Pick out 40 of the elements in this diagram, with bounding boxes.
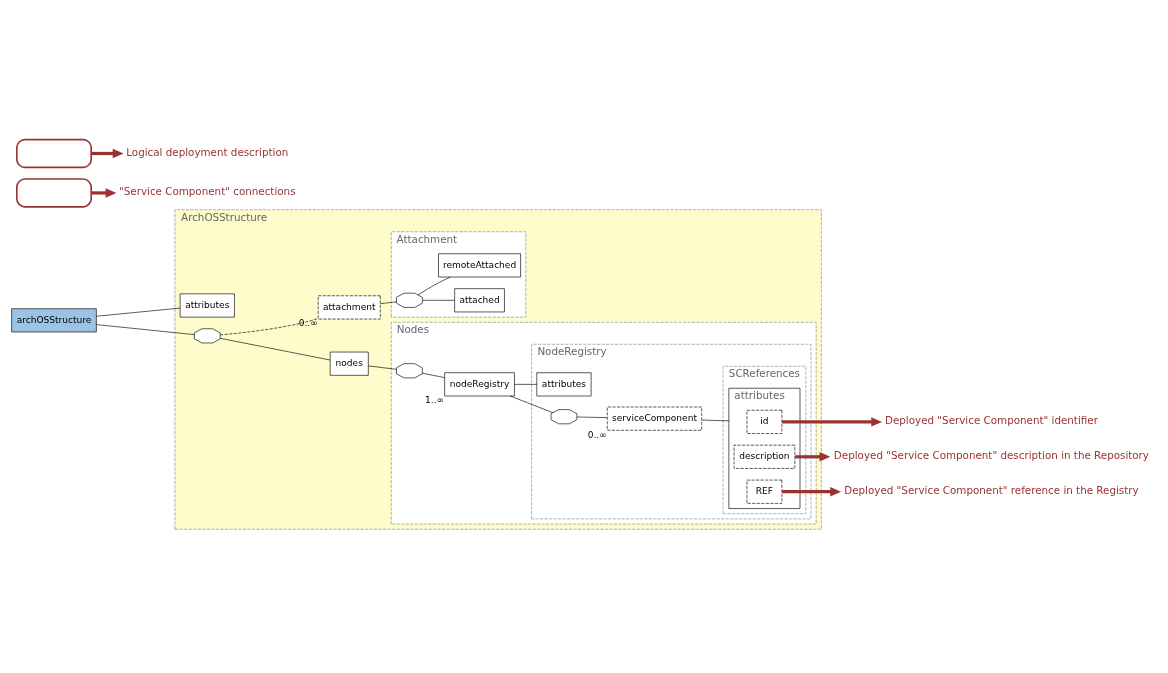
node-box: remoteAttached bbox=[438, 252, 521, 277]
node-text: "Service Component" connections bbox=[119, 184, 296, 197]
node-box bbox=[16, 177, 92, 208]
connector bbox=[509, 395, 554, 413]
node-box: description bbox=[733, 444, 796, 469]
node-label: 1..∞ bbox=[425, 394, 445, 405]
node-box: serviceComponent bbox=[606, 406, 703, 431]
node-label: 0..∞ bbox=[587, 429, 607, 440]
node-box: attributes bbox=[179, 293, 235, 317]
node-octagon bbox=[396, 362, 423, 378]
node-box: archOSStructure bbox=[11, 307, 97, 332]
node-text: Logical deployment description bbox=[126, 145, 289, 158]
node-octagon bbox=[396, 292, 423, 308]
arrow bbox=[782, 486, 842, 496]
node-box: id bbox=[746, 409, 783, 434]
node-box: nodes bbox=[329, 351, 369, 376]
node-box: nodeRegistry bbox=[444, 371, 515, 396]
node-text: Deployed "Service Component" reference in the Registry bbox=[844, 483, 1139, 496]
node-text: Deployed "Service Component" description in the Repository bbox=[833, 448, 1149, 461]
node-text: Deployed "Service Component" identifier bbox=[884, 413, 1098, 426]
arrow bbox=[795, 451, 831, 462]
node-label: 0..∞ bbox=[298, 317, 318, 328]
arrow bbox=[782, 416, 883, 427]
connector bbox=[380, 301, 397, 304]
connector bbox=[417, 276, 451, 295]
connector bbox=[96, 307, 181, 317]
arrow bbox=[91, 148, 124, 158]
connector bbox=[422, 372, 445, 378]
node-box: attachment bbox=[317, 294, 381, 319]
node-box: attributes bbox=[536, 371, 592, 396]
node-box: attached bbox=[454, 287, 505, 312]
connector bbox=[368, 365, 397, 370]
arrow bbox=[91, 187, 117, 198]
connector bbox=[422, 299, 455, 301]
connector bbox=[96, 323, 195, 335]
node-box: REF bbox=[746, 479, 783, 504]
connector bbox=[514, 383, 538, 385]
node-octagon bbox=[194, 327, 221, 343]
node-box bbox=[16, 138, 92, 168]
node-octagon bbox=[550, 408, 578, 424]
